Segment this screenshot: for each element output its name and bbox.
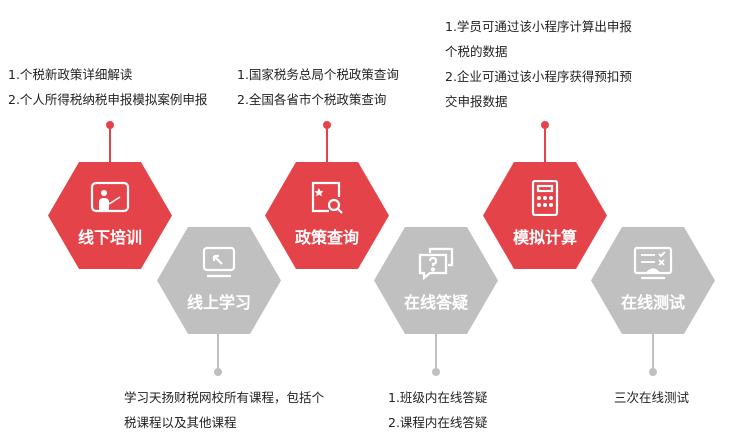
desc-line: 1.国家税务总局个税政策查询	[237, 67, 399, 82]
step-6-hexagon: 在线测试	[591, 227, 715, 334]
step-1-description: 1.个税新政策详细解读 2.个人所得税纳税申报模拟案例申报	[8, 62, 207, 112]
desc-line: 交申报数据	[445, 94, 508, 109]
connector-dot	[432, 368, 440, 376]
desc-line: 2.个人所得税纳税申报模拟案例申报	[8, 92, 208, 107]
step-title: 线上学习	[186, 293, 251, 312]
desc-line: 2.企业可通过该小程序获得预扣预	[445, 69, 632, 84]
step-title: 在线测试	[620, 293, 685, 312]
step-2-hexagon: 线上学习	[157, 227, 281, 334]
calculator-icon	[531, 180, 559, 216]
connector-line	[544, 125, 546, 162]
test-checklist-icon	[633, 246, 673, 280]
step-title: 线下培训	[77, 228, 142, 247]
step-2-description: 学习天扬财税网校所有课程，包括个 税课程以及其他课程	[124, 385, 324, 435]
connector-line	[326, 125, 328, 162]
desc-line: 1.个税新政策详细解读	[8, 67, 133, 82]
desc-line: 1.学员可通过该小程序计算出申报	[445, 19, 632, 34]
step-title: 政策查询	[294, 228, 359, 247]
desc-line: 2.全国各省市个税政策查询	[237, 92, 387, 107]
connector-dot	[649, 368, 657, 376]
connector-dot	[323, 121, 331, 129]
connector-dot	[106, 121, 114, 129]
step-3-hexagon: 政策查询	[265, 162, 389, 269]
connector-line	[652, 333, 654, 371]
monitor-cursor-icon	[202, 246, 236, 278]
document-search-icon	[311, 181, 343, 214]
connector-line	[109, 125, 111, 162]
step-1-hexagon: 线下培训	[48, 162, 172, 269]
chat-question-icon	[418, 247, 454, 281]
step-5-description: 1.学员可通过该小程序计算出申报 个税的数据 2.企业可通过该小程序获得预扣预 …	[445, 14, 632, 114]
desc-line: 2.课程内在线答疑	[388, 415, 488, 430]
step-4-description: 1.班级内在线答疑 2.课程内在线答疑	[388, 385, 487, 435]
step-5-hexagon: 模拟计算	[483, 162, 607, 269]
connector-line	[435, 333, 437, 371]
desc-line: 学习天扬财税网校所有课程，包括个	[124, 390, 325, 405]
connector-dot	[541, 121, 549, 129]
connector-dot	[214, 368, 222, 376]
step-6-description: 三次在线测试	[614, 385, 689, 410]
teacher-board-icon	[90, 181, 130, 213]
connector-line	[217, 333, 219, 371]
step-4-hexagon: 在线答疑	[374, 227, 498, 334]
step-title: 在线答疑	[403, 293, 468, 312]
desc-line: 个税的数据	[445, 44, 508, 59]
step-title: 模拟计算	[512, 228, 577, 247]
desc-line: 三次在线测试	[614, 390, 690, 405]
desc-line: 税课程以及其他课程	[124, 415, 237, 430]
step-3-description: 1.国家税务总局个税政策查询 2.全国各省市个税政策查询	[237, 62, 399, 112]
desc-line: 1.班级内在线答疑	[388, 390, 488, 405]
